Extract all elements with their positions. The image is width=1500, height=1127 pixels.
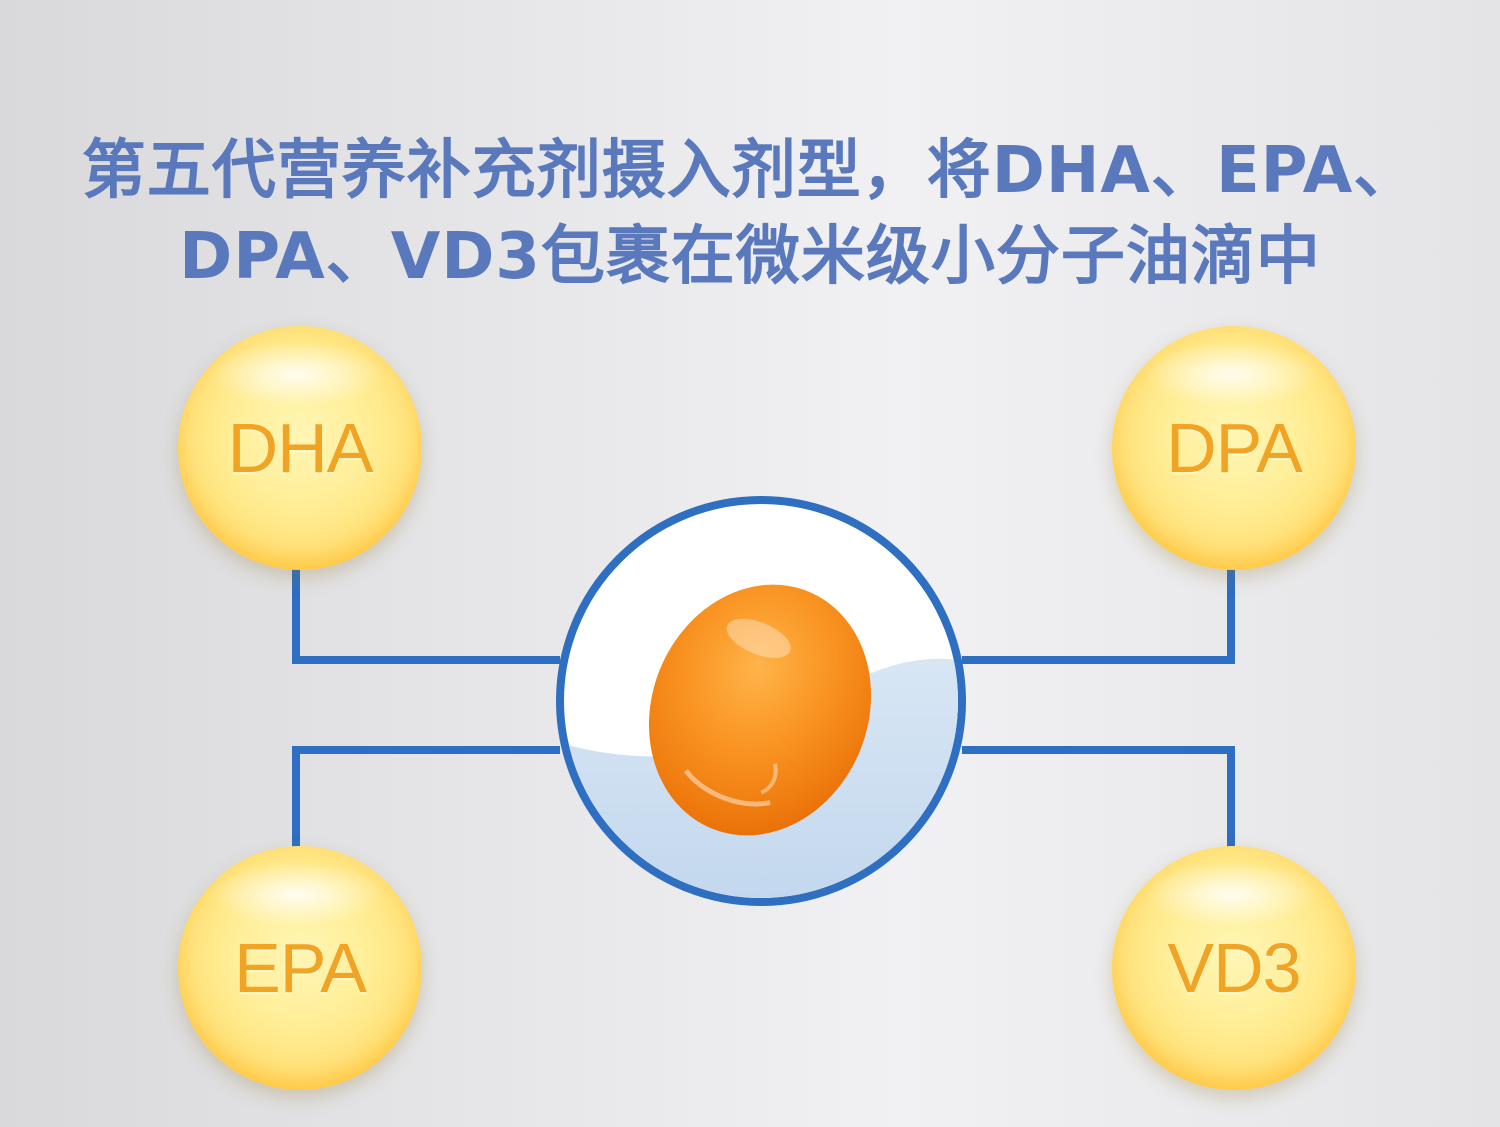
micro-oil-droplet-circle <box>556 496 966 906</box>
oil-droplet-icon <box>564 584 958 898</box>
headline-line-2: DPA、VD3包裹在微米级小分子油滴中 <box>179 220 1321 294</box>
nutrient-label-epa: EPA <box>234 929 367 1007</box>
nutrient-label-vd3: VD3 <box>1167 929 1301 1007</box>
connector-dpa <box>962 560 1235 664</box>
nutrient-bubble-vd3: VD3 <box>1112 846 1356 1090</box>
connector-dha <box>292 560 560 664</box>
nutrient-label-dha: DHA <box>227 409 374 487</box>
headline-line-1: 第五代营养补充剂摄入剂型，将DHA、EPA、 <box>81 134 1419 208</box>
nutrient-bubble-epa: EPA <box>178 846 422 1090</box>
nutrient-bubble-dpa: DPA <box>1112 326 1356 570</box>
connector-vd3 <box>962 746 1235 848</box>
headline: 第五代营养补充剂摄入剂型，将DHA、EPA、 DPA、VD3包裹在微米级小分子油… <box>0 128 1500 300</box>
nutrient-bubble-dha: DHA <box>178 326 422 570</box>
nutrient-label-dpa: DPA <box>1166 409 1303 487</box>
connector-epa <box>292 746 560 848</box>
